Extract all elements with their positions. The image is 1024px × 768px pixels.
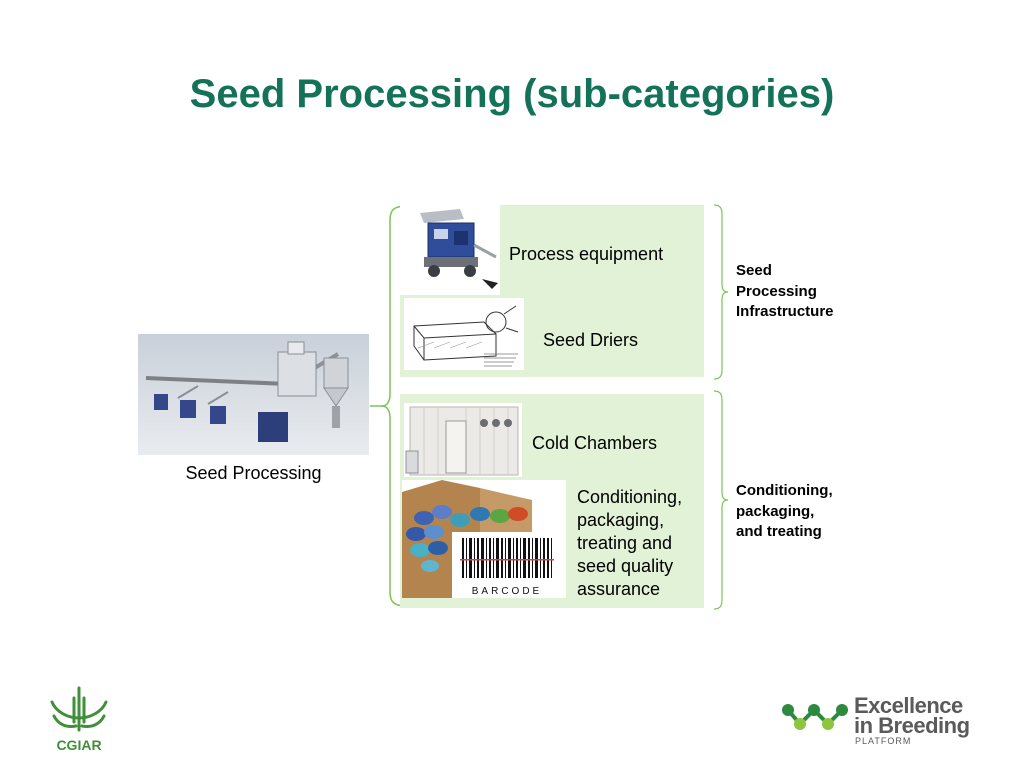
- item-label-process-equipment: Process equipment: [509, 244, 664, 264]
- item-label-conditioning: Conditioning, packaging, treating and se…: [577, 487, 683, 599]
- category-label-conditioning: Conditioning, packaging, and treating: [736, 482, 833, 540]
- root-label: Seed Processing: [185, 463, 322, 483]
- right-bracket-conditioning: [713, 390, 728, 610]
- item-label-seed-driers: Seed Driers: [543, 330, 639, 350]
- process-equipment-image: [400, 205, 500, 295]
- eib-logo-line2: in Breeding: [854, 713, 970, 738]
- cgiar-logo-text: CGIAR: [56, 737, 101, 753]
- cgiar-logo: CGIAR: [50, 686, 108, 753]
- cold-chambers-image: [404, 403, 522, 477]
- barcode-text: BARCODE: [472, 586, 542, 597]
- category-label-infrastructure: Seed Processing Infrastructure: [736, 262, 834, 320]
- seed-packaging-image: BARCODE: [402, 480, 566, 598]
- item-label-cold-chambers: Cold Chambers: [532, 433, 658, 453]
- seed-driers-image: [404, 298, 524, 370]
- seed-processing-plant-image: [138, 334, 369, 455]
- eib-logo-line1: Excellence: [854, 693, 963, 718]
- eib-logo-mark: [782, 704, 848, 730]
- eib-logo-line3: PLATFORM: [855, 736, 912, 746]
- slide-title: Seed Processing (sub-categories): [189, 72, 835, 116]
- right-bracket-infrastructure: [713, 204, 728, 380]
